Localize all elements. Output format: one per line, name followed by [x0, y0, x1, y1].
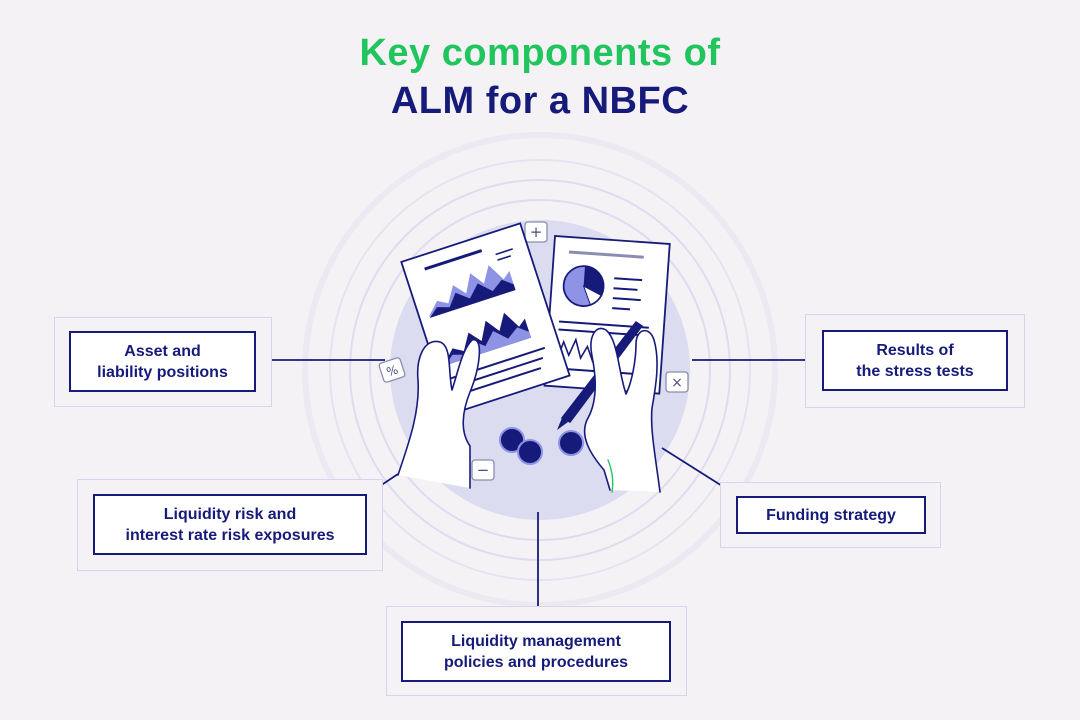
component-risk-exposures: Liquidity risk and interest rate risk ex… — [93, 494, 367, 555]
multiply-icon: × — [665, 371, 689, 393]
percent-icon: % — [378, 357, 406, 383]
background-rings — [302, 132, 778, 608]
component-asset-liability: Asset and liability positions — [69, 331, 256, 392]
component-label: Liquidity risk and interest rate risk ex… — [125, 505, 335, 544]
title-line-2: ALM for a NBFC — [390, 80, 690, 122]
title-line-1: Key components of — [359, 32, 721, 74]
component-label: Funding strategy — [766, 506, 896, 524]
component-label: Liquidity management policies and proced… — [443, 632, 629, 671]
svg-text:+: + — [530, 223, 543, 241]
component-label: Asset and liability positions — [97, 342, 228, 381]
component-liquidity-policies: Liquidity management policies and proced… — [401, 621, 671, 682]
minus-icon: − — [471, 459, 495, 481]
svg-text:−: − — [477, 461, 490, 479]
svg-text:×: × — [671, 375, 683, 391]
pie-chart-icon — [562, 265, 605, 308]
hand-icon — [397, 327, 661, 493]
component-label: Results of the stress tests — [856, 341, 974, 380]
svg-text:%: % — [385, 363, 400, 380]
coin-icon — [499, 427, 584, 465]
component-funding-strategy: Funding strategy — [736, 496, 926, 534]
component-stress-tests: Results of the stress tests — [822, 330, 1008, 391]
plus-icon: + — [524, 221, 548, 243]
